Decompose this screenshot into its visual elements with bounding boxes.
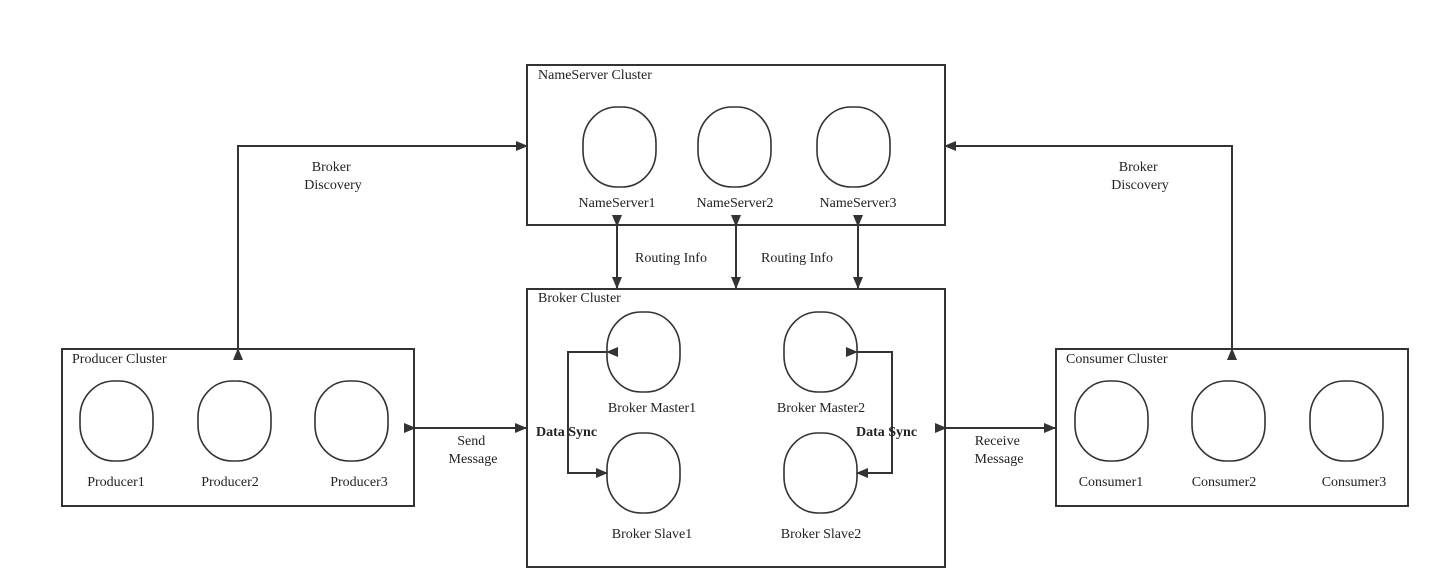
send-message-line1: Send xyxy=(457,434,485,449)
routing-info-label-2: Routing Info xyxy=(761,251,833,266)
receive-message-line1: Receive xyxy=(975,434,1020,449)
receive-message-label: Receive Message xyxy=(975,434,1024,467)
broker-discovery-left-label: Broker Discovery xyxy=(304,160,362,193)
consumer3-node xyxy=(1309,380,1384,462)
broker-discovery-right-line1: Broker xyxy=(1119,160,1158,175)
broker-master2-label: Broker Master2 xyxy=(777,401,865,416)
broker-slave1-label: Broker Slave1 xyxy=(612,527,692,542)
nameserver3-label: NameServer3 xyxy=(820,196,897,211)
nameserver2-label: NameServer2 xyxy=(697,196,774,211)
broker-discovery-left-line2: Discovery xyxy=(304,178,362,193)
consumer2-node xyxy=(1191,380,1266,462)
send-message-label: Send Message xyxy=(449,434,498,467)
broker-slave1-node xyxy=(606,432,681,514)
producer2-node xyxy=(197,380,272,462)
broker-master1-label: Broker Master1 xyxy=(608,401,696,416)
producer-cluster-title: Producer Cluster xyxy=(72,352,167,367)
broker-master2-node xyxy=(783,311,858,393)
broker-discovery-right-arrow xyxy=(944,141,1237,360)
data-sync-left-label: Data Sync xyxy=(536,425,597,440)
consumer1-node xyxy=(1074,380,1149,462)
nameserver2-node xyxy=(697,106,772,188)
broker-discovery-right-line2: Discovery xyxy=(1111,178,1169,193)
nameserver3-node xyxy=(816,106,891,188)
broker-cluster-title: Broker Cluster xyxy=(538,291,621,306)
broker-slave2-node xyxy=(783,432,858,514)
broker-discovery-left-arrow xyxy=(233,141,528,360)
broker-discovery-left-line1: Broker xyxy=(312,160,351,175)
producer2-label: Producer2 xyxy=(201,475,259,490)
broker-discovery-right-label: Broker Discovery xyxy=(1111,160,1169,193)
broker-master1-node xyxy=(606,311,681,393)
data-sync-left-arrow xyxy=(567,347,618,478)
producer3-label: Producer3 xyxy=(330,475,388,490)
nameserver1-node xyxy=(582,106,657,188)
producer1-label: Producer1 xyxy=(87,475,145,490)
routing-info-label-1: Routing Info xyxy=(635,251,707,266)
nameserver-cluster-title: NameServer Cluster xyxy=(538,68,652,83)
consumer1-label: Consumer1 xyxy=(1079,475,1144,490)
consumer2-label: Consumer2 xyxy=(1192,475,1257,490)
producer1-node xyxy=(79,380,154,462)
send-message-line2: Message xyxy=(449,452,498,467)
data-sync-right-label: Data Sync xyxy=(856,425,917,440)
data-sync-right-arrow xyxy=(846,347,893,478)
nameserver1-label: NameServer1 xyxy=(579,196,656,211)
receive-message-line2: Message xyxy=(975,452,1024,467)
broker-slave2-label: Broker Slave2 xyxy=(781,527,861,542)
consumer3-label: Consumer3 xyxy=(1322,475,1387,490)
producer3-node xyxy=(314,380,389,462)
consumer-cluster-title: Consumer Cluster xyxy=(1066,352,1168,367)
